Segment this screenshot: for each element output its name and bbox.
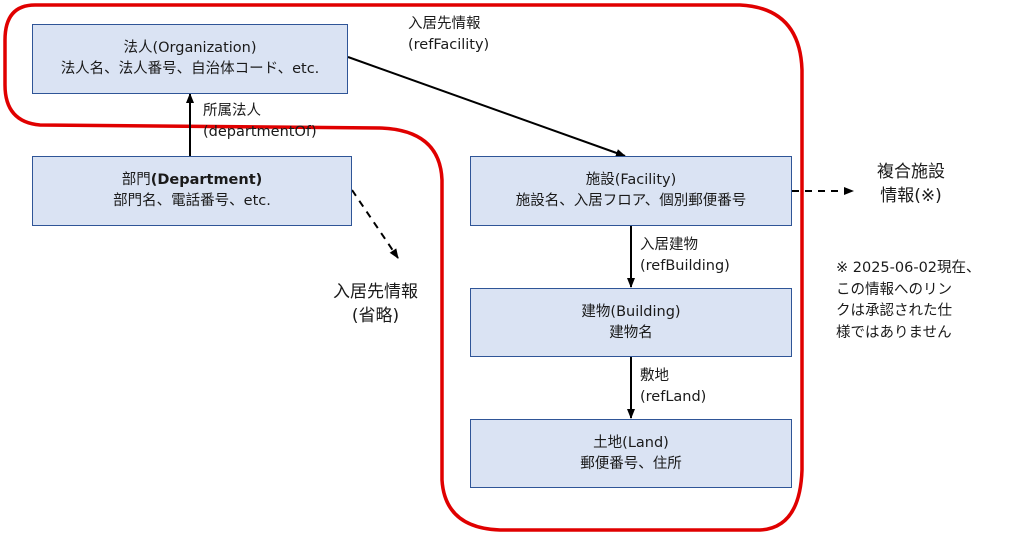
department-title: 部門(Department) bbox=[122, 170, 263, 191]
label-ref-land: 敷地 (refLand) bbox=[640, 366, 706, 408]
label-ref-land-name: 敷地 bbox=[640, 368, 669, 384]
label-complex-line1: 複合施設 bbox=[877, 162, 945, 182]
organization-box: 法人(Organization) 法人名、法人番号、自治体コード、etc. bbox=[32, 24, 348, 94]
building-detail: 建物名 bbox=[609, 324, 653, 341]
land-box: 土地(Land) 郵便番号、住所 bbox=[470, 419, 792, 488]
facility-title: 施設(Facility) bbox=[585, 172, 677, 188]
footnote-line1: ※ 2025-06-02現在、 bbox=[836, 260, 981, 276]
label-complex-facility: 複合施設 情報(※) bbox=[856, 160, 966, 208]
label-ref-facility-name: 入居先情報 bbox=[408, 16, 481, 32]
footnote: ※ 2025-06-02現在、 この情報へのリン クは承認された仕 様ではありま… bbox=[836, 258, 981, 344]
building-box: 建物(Building) 建物名 bbox=[470, 288, 792, 357]
label-department-of: 所属法人 (departmentOf) bbox=[203, 101, 317, 143]
label-dept-omitted-line1: 入居先情報 bbox=[333, 282, 418, 302]
footnote-line4: 様ではありません bbox=[836, 324, 952, 341]
label-dept-omitted-line2: (省略) bbox=[351, 306, 400, 326]
label-ref-land-prop: (refLand) bbox=[640, 389, 707, 405]
label-ref-facility: 入居先情報 (refFacility) bbox=[408, 14, 489, 56]
department-box: 部門(Department) 部門名、電話番号、etc. bbox=[32, 156, 352, 226]
land-detail: 郵便番号、住所 bbox=[580, 455, 682, 472]
footnote-line2: この情報へのリン bbox=[836, 281, 952, 298]
label-complex-line2: 情報(※) bbox=[880, 186, 942, 206]
label-ref-building: 入居建物 (refBuilding) bbox=[640, 235, 730, 277]
label-dept-facility-omitted: 入居先情報 (省略) bbox=[318, 280, 433, 328]
department-detail: 部門名、電話番号、etc. bbox=[113, 193, 271, 209]
department-title-prefix: 部門 bbox=[121, 172, 151, 188]
facility-detail: 施設名、入居フロア、個別郵便番号 bbox=[515, 193, 747, 209]
footnote-line3: クは承認された仕 bbox=[836, 303, 952, 319]
label-ref-building-name: 入居建物 bbox=[640, 237, 698, 253]
organization-title: 法人(Organization) bbox=[123, 40, 257, 56]
label-department-of-name: 所属法人 bbox=[203, 103, 261, 119]
label-ref-facility-prop: (refFacility) bbox=[408, 37, 490, 53]
department-title-en: (Department) bbox=[150, 172, 263, 188]
facility-box: 施設(Facility) 施設名、入居フロア、個別郵便番号 bbox=[470, 156, 792, 226]
building-title: 建物(Building) bbox=[581, 303, 681, 320]
highlight-outline bbox=[3, 3, 804, 532]
land-title: 土地(Land) bbox=[593, 434, 669, 451]
label-department-of-prop: (departmentOf) bbox=[203, 124, 317, 140]
arrow-dept-omitted bbox=[351, 189, 399, 259]
label-ref-building-prop: (refBuilding) bbox=[640, 258, 730, 274]
organization-detail: 法人名、法人番号、自治体コード、etc. bbox=[60, 61, 320, 77]
arrow-ref-facility bbox=[347, 56, 626, 157]
